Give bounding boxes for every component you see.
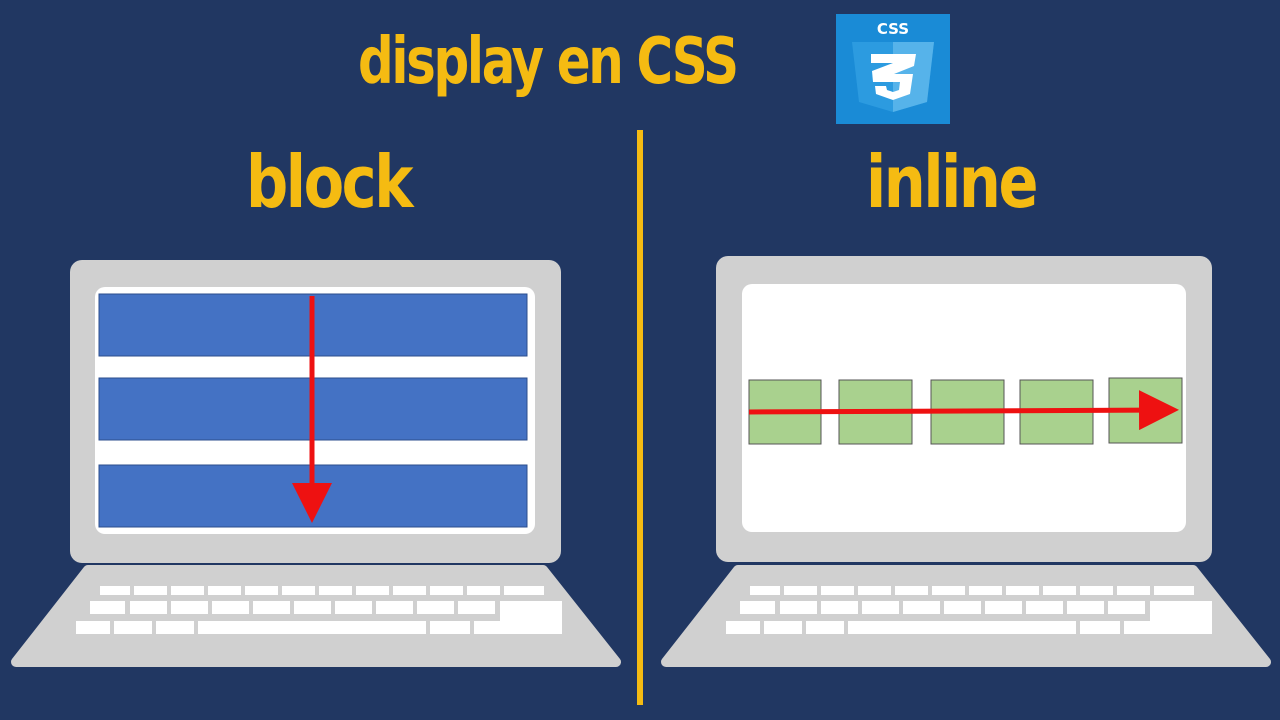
css-logo-text: CSS — [877, 20, 909, 38]
laptop-block — [11, 260, 621, 667]
inline-arrow — [748, 390, 1179, 431]
inline-label: inline — [866, 140, 1039, 224]
center-divider — [637, 130, 643, 705]
laptop-inline — [661, 256, 1271, 667]
page-title: display en CSS — [358, 25, 739, 99]
css3-logo-icon: CSS — [836, 14, 950, 124]
block-label: block — [246, 140, 413, 224]
keyboard — [726, 586, 1212, 634]
keyboard — [76, 586, 562, 634]
